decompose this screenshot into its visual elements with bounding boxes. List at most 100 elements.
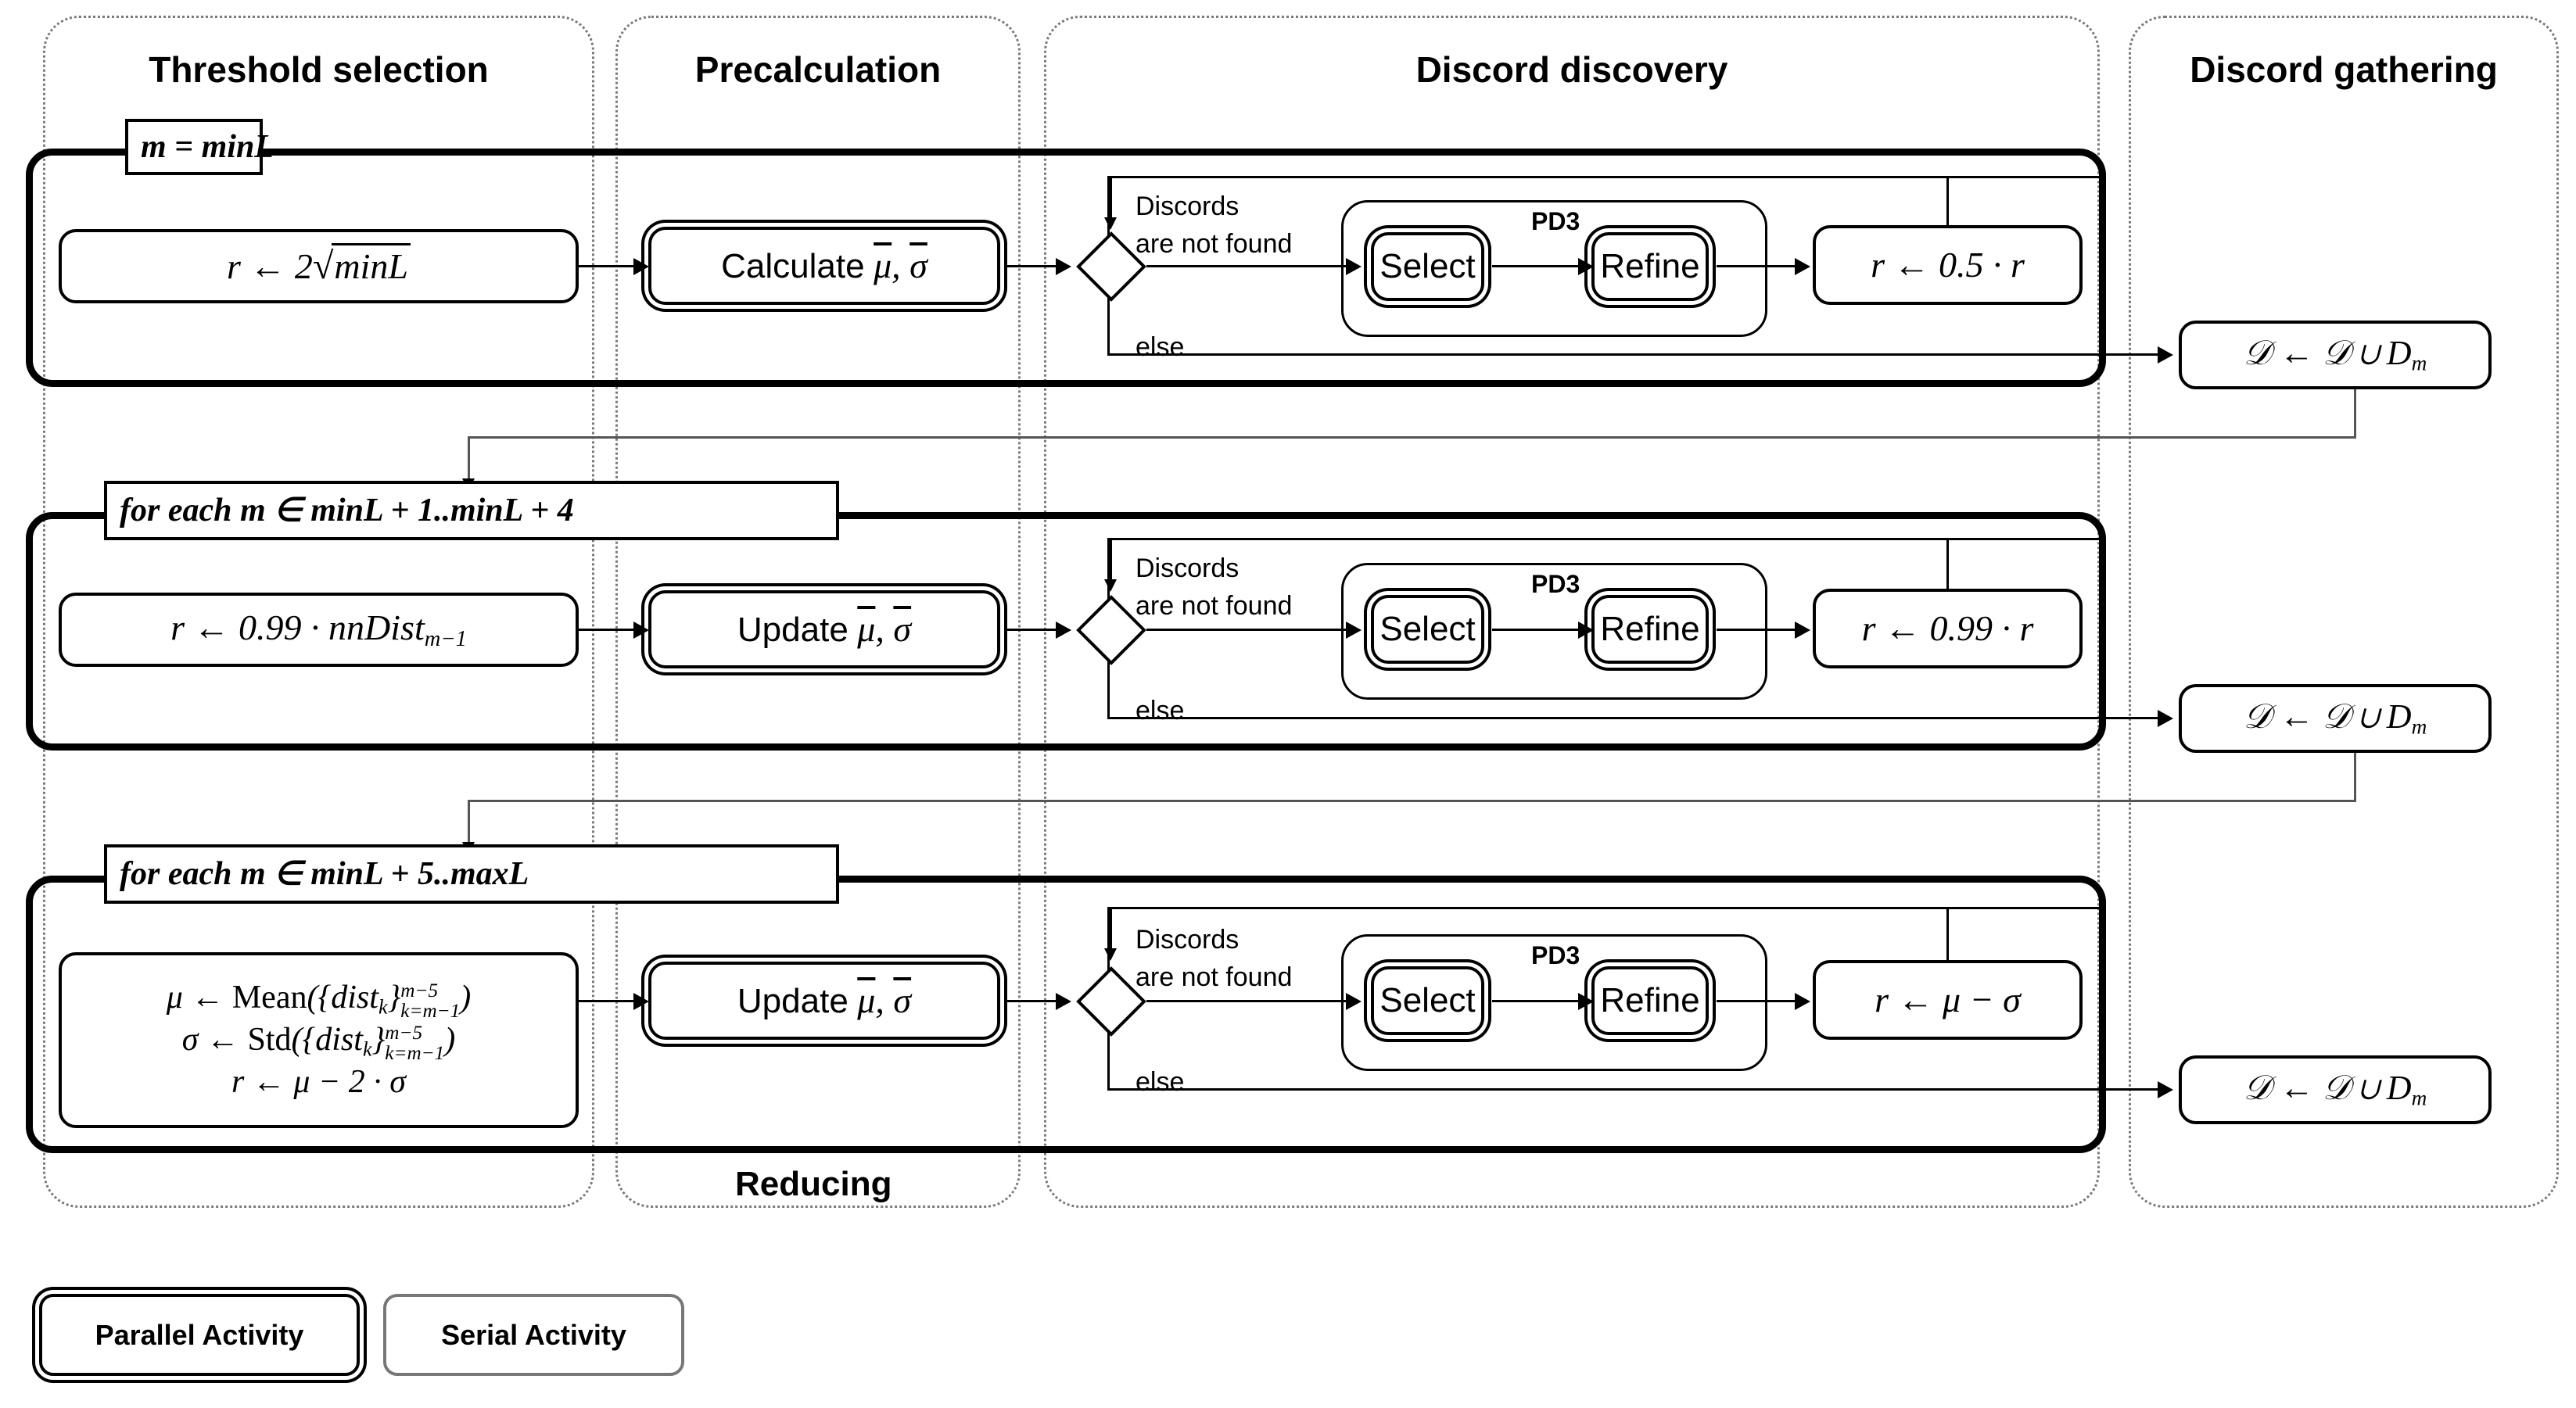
arrowhead-refine-to-radius-row-1 — [1795, 258, 1810, 275]
activity-threshold-row-1-text: r ← 2√minL — [227, 242, 411, 288]
activity-precalc-row-1[interactable]: Calculate μ, σ — [648, 227, 1000, 305]
activity-gather-row-3-text: 𝒟 ← 𝒟 ∪ Dm — [2243, 1069, 2427, 1110]
activity-refine-row-1-text: Refine — [1600, 247, 1700, 285]
reducing-label: Reducing — [735, 1165, 892, 1203]
gateway-else-label-row-1: else — [1136, 332, 1185, 362]
arrowhead-else-to-gather-row-3 — [2158, 1081, 2173, 1098]
subprocess-pd3-title-row-2: PD3 — [1531, 570, 1580, 598]
loop-label-row-2-text: for each m ∈ minL + 1..minL + 4 — [120, 492, 574, 528]
connector-else-exit-row-2 — [1110, 717, 2158, 719]
connector-select-to-refine-row-1 — [1492, 265, 1578, 267]
loop-label-row-3-text: for each m ∈ minL + 5..maxL — [120, 855, 529, 892]
gateway-yes-label-line1-row-2: Discords — [1136, 554, 1240, 583]
lane-discord-gathering — [2129, 16, 2559, 1208]
lane-title-discord-discovery: Discord discovery — [1415, 49, 1728, 90]
connector-radius-feedback-row-1 — [1946, 178, 1949, 227]
activity-radius-update-row-1[interactable]: r ← 0.5 · r — [1813, 225, 2083, 305]
activity-refine-row-1[interactable]: Refine — [1591, 232, 1709, 301]
subprocess-pd3-row-2 — [1341, 563, 1767, 700]
arrowhead-select-to-refine-row-1 — [1578, 258, 1594, 275]
connector-gateway-to-select-row-1 — [1146, 265, 1346, 267]
arrowhead-gateway-to-select-row-2 — [1346, 622, 1362, 639]
connector-threshold-to-precalc-row-2 — [579, 629, 633, 631]
connector-threshold-to-precalc-row-3 — [579, 1000, 633, 1002]
connector-refine-to-radius-row-1 — [1717, 265, 1795, 267]
arrowhead-threshold-to-precalc-row-2 — [633, 622, 649, 639]
arrowhead-threshold-to-precalc-row-3 — [633, 993, 649, 1010]
lane-title-discord-gathering: Discord gathering — [2190, 49, 2498, 90]
connector-row1-to-row2-vertical-down — [2354, 389, 2356, 438]
legend-parallel-activity-label: Parallel Activity — [95, 1318, 304, 1351]
activity-gather-row-1-text: 𝒟 ← 𝒟 ∪ Dm — [2243, 334, 2427, 375]
connector-refine-to-radius-row-2 — [1717, 629, 1795, 631]
connector-refine-to-radius-row-3 — [1717, 1000, 1795, 1002]
connector-precalc-to-gateway-row-1 — [1001, 265, 1056, 267]
gateway-discords-found-row-2[interactable] — [1076, 595, 1146, 669]
loop-label-row-1-text: m = minL — [141, 128, 274, 165]
arrowhead-threshold-to-precalc-row-1 — [633, 258, 649, 275]
activity-threshold-row-1[interactable]: r ← 2√minL — [59, 229, 579, 303]
activity-precalc-row-2[interactable]: Update μ, σ — [648, 590, 1000, 668]
connector-gateway-to-select-row-2 — [1146, 629, 1346, 631]
activity-gather-row-2[interactable]: 𝒟 ← 𝒟 ∪ Dm — [2179, 684, 2492, 753]
gateway-discords-found-row-3[interactable] — [1076, 966, 1146, 1041]
arrowhead-gateway-to-select-row-1 — [1346, 258, 1362, 275]
connector-select-to-refine-row-3 — [1492, 1000, 1578, 1002]
arrowhead-select-to-refine-row-2 — [1578, 622, 1594, 639]
legend-serial-activity: Serial Activity — [383, 1294, 684, 1376]
activity-threshold-row-2[interactable]: r ← 0.99 · nnDistm−1 — [59, 593, 579, 667]
activity-precalc-row-3[interactable]: Update μ, σ — [648, 962, 1000, 1040]
gateway-else-label-row-2: else — [1136, 696, 1185, 725]
activity-refine-row-3-text: Refine — [1600, 981, 1700, 1019]
activity-precalc-row-2-text: Update μ, σ — [737, 608, 912, 649]
gateway-yes-label-line1-row-1: Discords — [1136, 192, 1240, 221]
connector-else-exit-row-3 — [1110, 1088, 2158, 1091]
legend-parallel-activity: Parallel Activity — [39, 1294, 360, 1376]
gateway-discords-found-row-1[interactable] — [1076, 231, 1146, 306]
arrowhead-refine-to-radius-row-3 — [1795, 993, 1810, 1010]
lane-precalculation — [615, 16, 1021, 1208]
activity-radius-update-row-2[interactable]: r ← 0.99 · r — [1813, 589, 2083, 668]
arrowhead-else-to-gather-row-1 — [2158, 346, 2173, 364]
activity-radius-update-row-3[interactable]: r ← μ − σ — [1813, 960, 2083, 1040]
gateway-yes-label-line2-row-1: are not found — [1136, 229, 1293, 259]
connector-row2-to-row3-horizontal — [468, 800, 2356, 802]
activity-gather-row-3[interactable]: 𝒟 ← 𝒟 ∪ Dm — [2179, 1055, 2492, 1124]
activity-threshold-row-3-line3: r ← μ − 2 · σ — [231, 1064, 406, 1101]
connector-entry-gateway-row-3 — [1110, 909, 1112, 953]
loop-label-row-1: m = minL — [125, 119, 274, 175]
activity-select-row-2-text: Select — [1379, 610, 1476, 648]
arrowhead-precalc-to-gateway-row-2 — [1056, 622, 1071, 639]
activity-precalc-row-1-text: Calculate μ, σ — [721, 245, 927, 285]
connector-threshold-to-precalc-row-1 — [579, 265, 633, 267]
activity-gather-row-1[interactable]: 𝒟 ← 𝒟 ∪ Dm — [2179, 321, 2492, 389]
connector-select-to-refine-row-2 — [1492, 629, 1578, 631]
subprocess-pd3-row-1 — [1341, 200, 1767, 337]
activity-select-row-3[interactable]: Select — [1371, 966, 1484, 1035]
activity-select-row-1-text: Select — [1379, 247, 1476, 285]
arrowhead-select-to-refine-row-3 — [1578, 993, 1594, 1010]
activity-gather-row-2-text: 𝒟 ← 𝒟 ∪ Dm — [2243, 697, 2427, 739]
activity-refine-row-2[interactable]: Refine — [1591, 595, 1709, 664]
connector-precalc-to-gateway-row-3 — [1001, 1000, 1056, 1002]
connector-else-exit-row-1 — [1110, 353, 2158, 356]
legend-serial-activity-label: Serial Activity — [441, 1318, 626, 1351]
connector-radius-feedback-row-2 — [1946, 540, 1949, 589]
subprocess-pd3-title-row-3: PD3 — [1531, 941, 1580, 969]
activity-threshold-row-2-text: r ← 0.99 · nnDistm−1 — [170, 607, 467, 651]
activity-refine-row-2-text: Refine — [1600, 610, 1700, 648]
activity-radius-update-row-1-text: r ← 0.5 · r — [1871, 244, 2025, 285]
lane-discord-discovery — [1044, 16, 2100, 1208]
arrowhead-else-to-gather-row-2 — [2158, 710, 2173, 727]
gateway-yes-label-line1-row-3: Discords — [1136, 925, 1240, 955]
arrowhead-entry-gateway-row-3 — [1104, 948, 1117, 961]
activity-radius-update-row-3-text: r ← μ − σ — [1875, 979, 2021, 1019]
activity-select-row-2[interactable]: Select — [1371, 595, 1484, 664]
activity-refine-row-3[interactable]: Refine — [1591, 966, 1709, 1035]
activity-select-row-1[interactable]: Select — [1371, 232, 1484, 301]
arrowhead-precalc-to-gateway-row-1 — [1056, 258, 1071, 275]
lane-title-threshold-selection: Threshold selection — [149, 49, 489, 90]
